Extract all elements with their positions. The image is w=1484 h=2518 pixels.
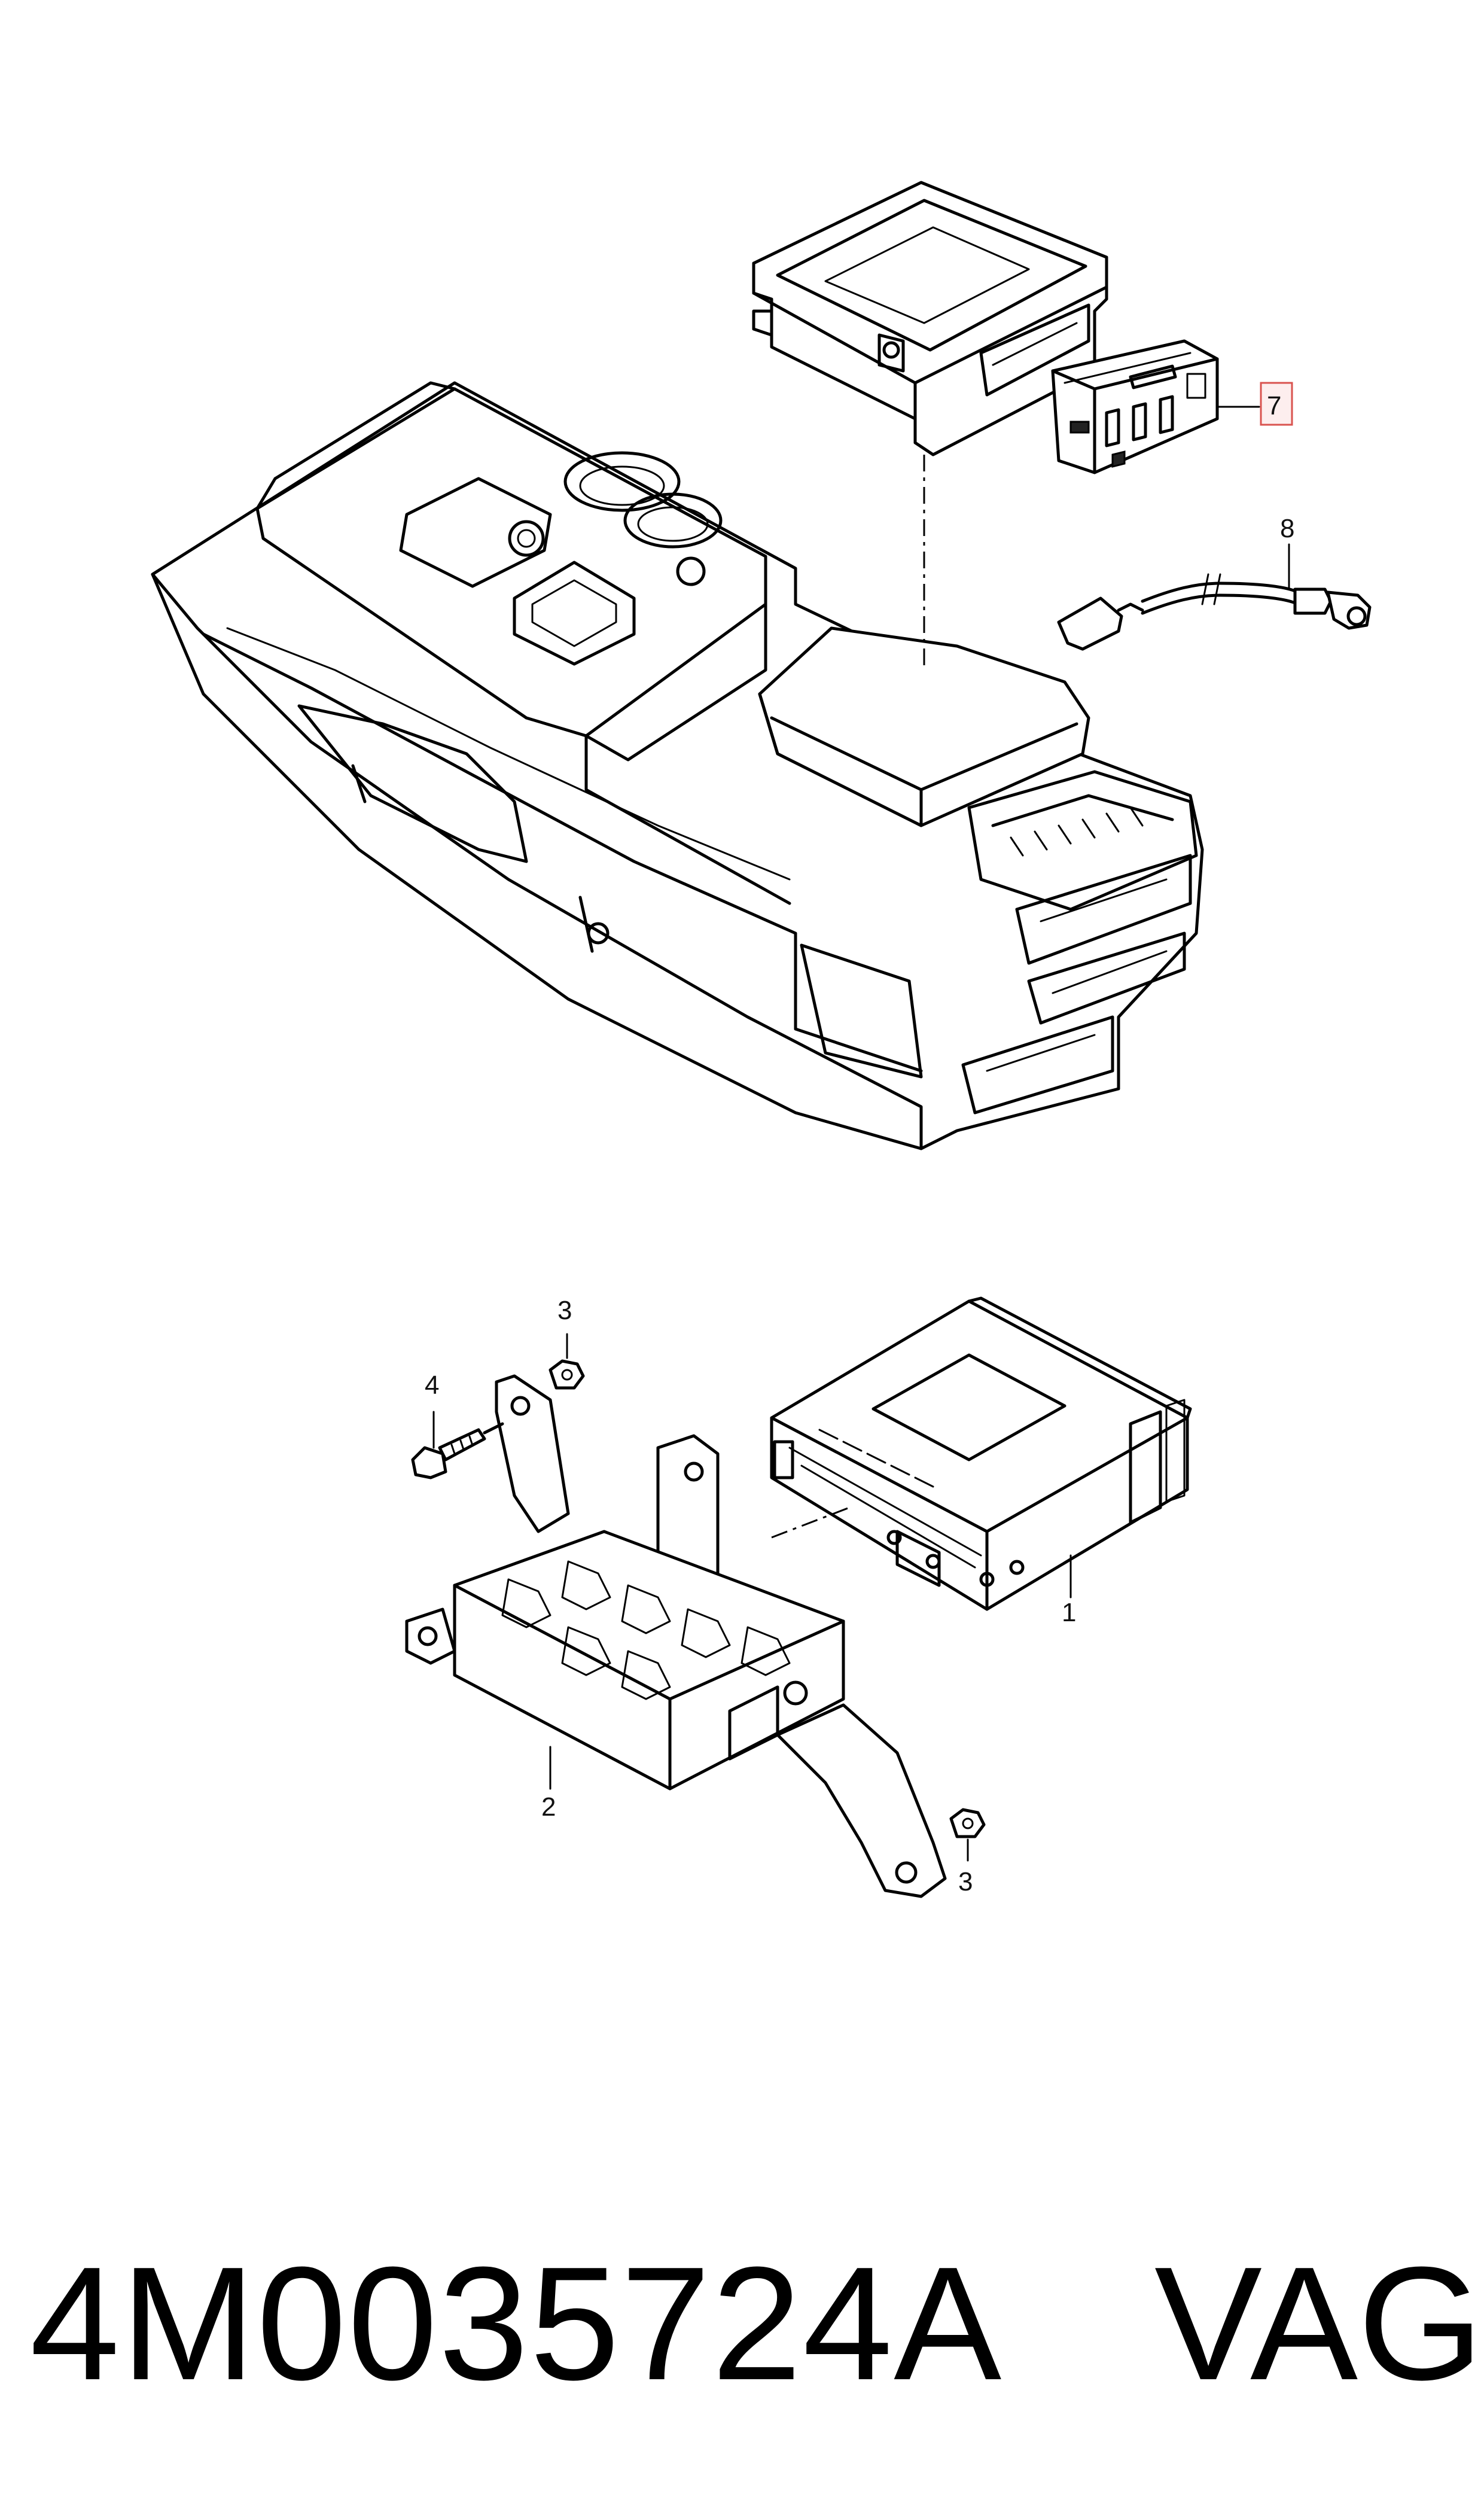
callout-1: 1 bbox=[1062, 1598, 1076, 1627]
part-number: 4M0035724A bbox=[30, 2234, 1003, 2414]
center-console bbox=[151, 381, 1204, 1150]
brand-label: VAG bbox=[1154, 2234, 1484, 2414]
callout-2: 2 bbox=[541, 1792, 556, 1822]
callout-8: 8 bbox=[1280, 514, 1294, 543]
footer: 4M0035724A VAG bbox=[0, 2225, 1484, 2465]
stud-bolt bbox=[411, 1422, 504, 1479]
callout-3b: 3 bbox=[958, 1867, 973, 1896]
mounting-bracket bbox=[405, 1374, 947, 1898]
cable-adapter bbox=[1057, 573, 1372, 651]
assembly-line-media bbox=[771, 1506, 850, 1539]
callout-3a: 3 bbox=[557, 1296, 572, 1325]
callout-4: 4 bbox=[425, 1371, 439, 1400]
nut-top bbox=[548, 1359, 585, 1390]
usb-hub-module bbox=[1051, 339, 1219, 474]
nut-bottom bbox=[949, 1808, 986, 1838]
media-unit bbox=[770, 1296, 1192, 1611]
callout-7: 7 bbox=[1267, 391, 1281, 421]
storage-bin bbox=[752, 181, 1108, 456]
callout-7-highlight bbox=[1260, 382, 1293, 426]
